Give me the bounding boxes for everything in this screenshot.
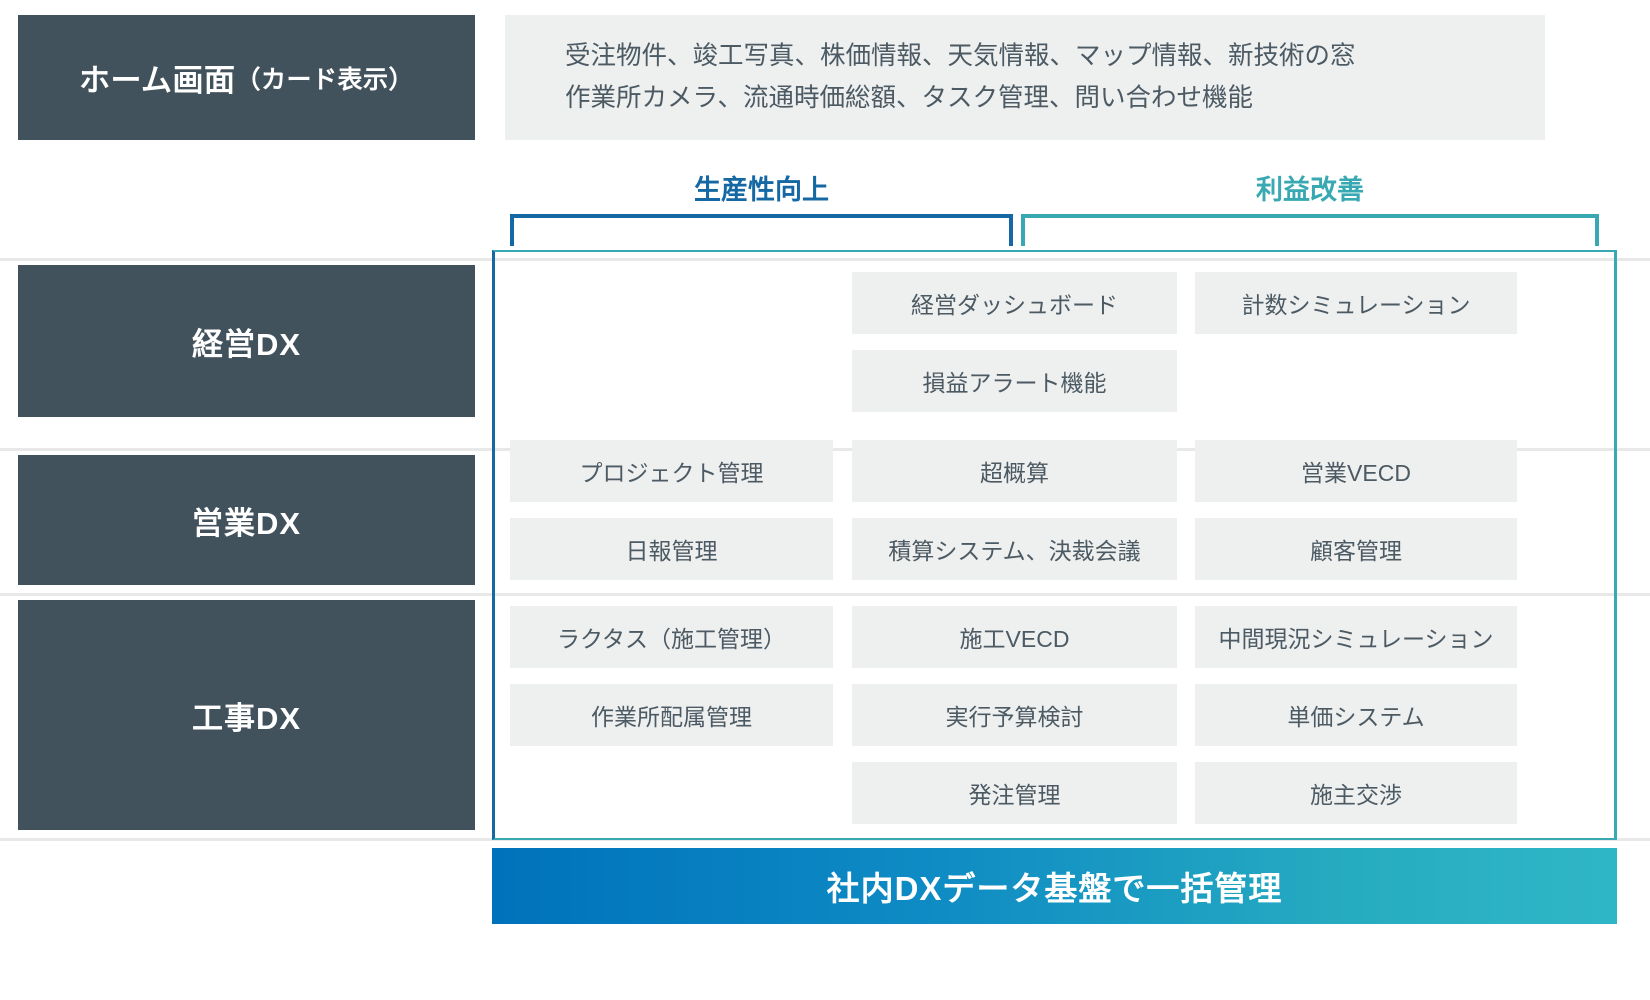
home-screen-card: ホーム画面（カード表示） [18,15,475,140]
home-screen-feature-list: 受注物件、竣工写真、株価情報、天気情報、マップ情報、新技術の窓 作業所カメラ、流… [505,15,1545,140]
row-label-eigyo-dx-text: 営業DX [191,505,302,541]
home-screen-title: ホーム画面 [78,63,236,98]
chip-rough-estimate[interactable]: 超概算 [852,440,1177,502]
chip-order-management[interactable]: 発注管理 [852,762,1177,824]
bracket-productivity: 生産性向上 [510,168,1013,250]
home-screen-subtitle: （カード表示） [235,65,415,94]
row-divider-1 [0,258,1650,261]
feature-list-line-2: 作業所カメラ、流通時価総額、タスク管理、問い合わせ機能 [565,83,1253,112]
bracket-productivity-label: 生産性向上 [694,175,829,205]
chip-count-simulation[interactable]: 計数シミュレーション [1195,272,1517,334]
bracket-profit: 利益改善 [1021,168,1599,250]
bracket-profit-label: 利益改善 [1256,175,1364,205]
feature-list-line-1: 受注物件、竣工写真、株価情報、天気情報、マップ情報、新技術の窓 [565,42,1356,71]
bracket-profit-line [1021,214,1599,246]
row-label-keiei-dx-text: 経営DX [191,326,302,362]
chip-customer-management[interactable]: 顧客管理 [1195,518,1517,580]
row-divider-4 [0,838,1650,841]
chip-construction-vecd[interactable]: 施工VECD [852,606,1177,668]
bracket-productivity-line [510,214,1013,246]
chip-profit-loss-alert[interactable]: 損益アラート機能 [852,350,1177,412]
chip-estimation-system[interactable]: 積算システム、決裁会議 [852,518,1177,580]
dx-data-platform-banner-text: 社内DXデータ基盤で一括管理 [826,870,1283,907]
row-label-koji-dx: 工事DX [18,600,475,830]
chip-owner-negotiation[interactable]: 施主交渉 [1195,762,1517,824]
row-label-eigyo-dx: 営業DX [18,455,475,585]
chip-site-assignment[interactable]: 作業所配属管理 [510,684,833,746]
chip-keiei-dashboard[interactable]: 経営ダッシュボード [852,272,1177,334]
chip-project-management[interactable]: プロジェクト管理 [510,440,833,502]
row-label-koji-dx-text: 工事DX [191,700,302,736]
chip-execution-budget[interactable]: 実行予算検討 [852,684,1177,746]
dx-data-platform-banner: 社内DXデータ基盤で一括管理 [492,848,1617,924]
chip-daily-report[interactable]: 日報管理 [510,518,833,580]
chip-ractus-construction[interactable]: ラクタス（施工管理） [510,606,833,668]
chip-sales-vecd[interactable]: 営業VECD [1195,440,1517,502]
chip-interim-simulation[interactable]: 中間現況シミュレーション [1195,606,1517,668]
row-label-keiei-dx: 経営DX [18,265,475,417]
chip-unit-price-system[interactable]: 単価システム [1195,684,1517,746]
row-divider-3 [0,593,1650,596]
